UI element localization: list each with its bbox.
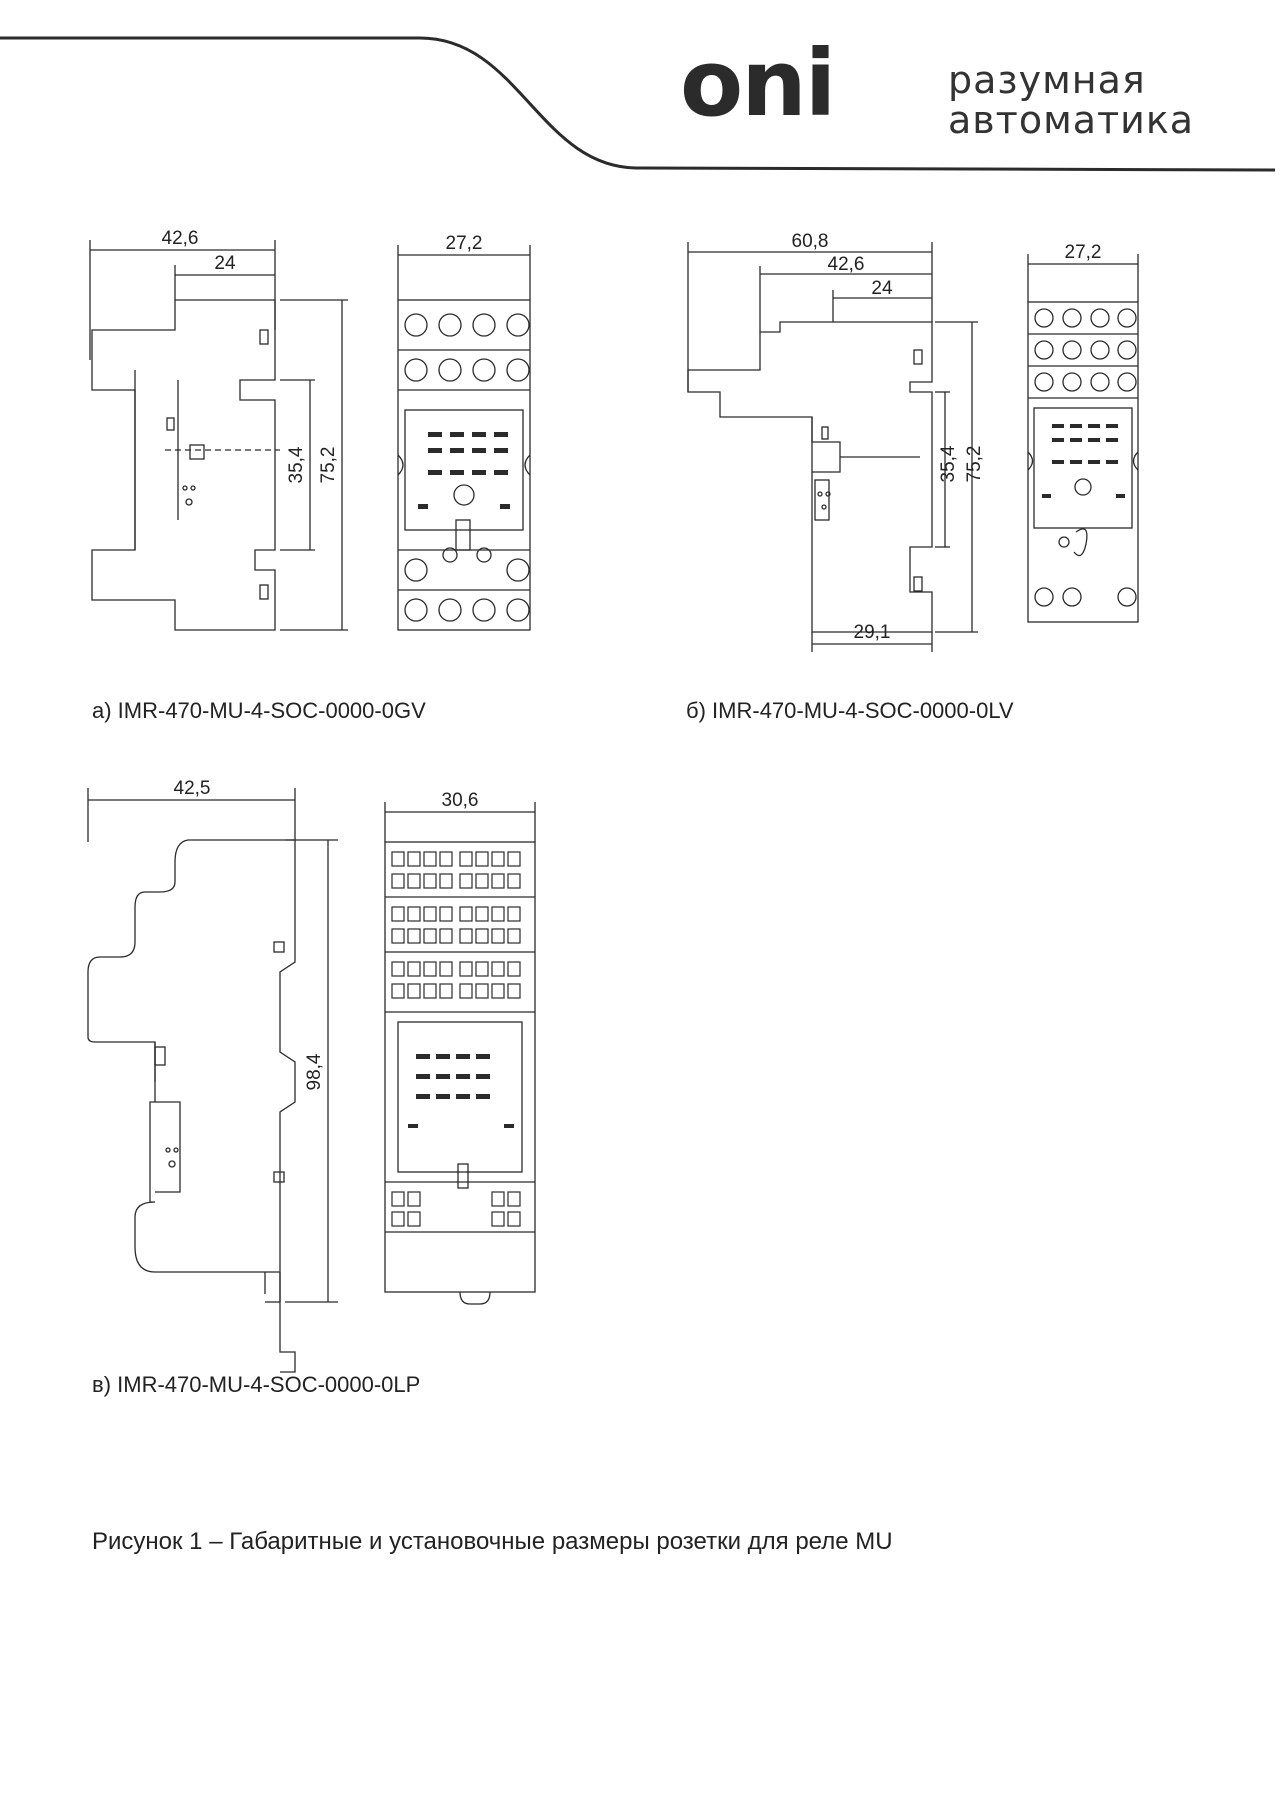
slogan-line-2: автоматика xyxy=(948,98,1195,142)
caption-b: б) IMR-470-MU-4-SOC-0000-0LV xyxy=(686,698,1014,723)
dim-b-bottom-width: 29,1 xyxy=(854,622,891,643)
dim-b-rail-height: 35,4 xyxy=(938,445,959,482)
dim-b-total-height: 75,2 xyxy=(964,446,985,483)
dim-b-front-width: 27,2 xyxy=(1065,242,1102,263)
dim-a-inner-width: 24 xyxy=(214,253,236,274)
dim-v-front-width: 30,6 xyxy=(442,790,479,811)
dim-v-total-width: 42,5 xyxy=(174,778,211,799)
brand-logo: oni xyxy=(680,30,836,137)
dim-b-inner-width: 24 xyxy=(871,278,893,299)
brand-slogan: разумная автоматика xyxy=(948,60,1194,140)
figure-a-drawing: 42,6 24 35,4 75,2 27,2 xyxy=(89,228,531,631)
figure-b-drawing: 60,8 42,6 24 35,4 75,2 29,1 27,2 xyxy=(687,231,1139,652)
dim-a-front-width: 27,2 xyxy=(446,233,483,254)
caption-v: в) IMR-470-MU-4-SOC-0000-0LP xyxy=(92,1372,421,1397)
figure-caption: Рисунок 1 – Габаритные и установочные ра… xyxy=(92,1528,893,1555)
dim-b-mid-width: 42,6 xyxy=(828,254,865,275)
caption-a: а) IMR-470-MU-4-SOC-0000-0GV xyxy=(92,698,426,723)
header-swoosh xyxy=(0,36,1276,172)
dim-v-total-height: 98,4 xyxy=(304,1053,325,1090)
slogan-line-1: разумная xyxy=(948,58,1146,102)
dim-a-rail-height: 35,4 xyxy=(286,446,307,483)
dim-a-total-width: 42,6 xyxy=(162,228,199,249)
figure-v-drawing: 42,5 98,4 30,6 xyxy=(87,778,536,1373)
dim-b-total-width: 60,8 xyxy=(792,231,829,252)
dim-a-total-height: 75,2 xyxy=(318,447,339,484)
